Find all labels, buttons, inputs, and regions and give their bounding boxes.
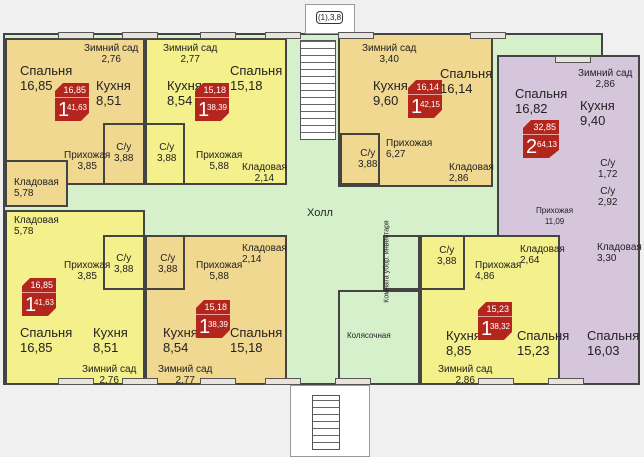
window xyxy=(265,32,301,39)
window xyxy=(200,378,236,385)
bathroom-a3 xyxy=(340,133,380,185)
window xyxy=(555,56,591,63)
hallway-a4 xyxy=(505,183,565,243)
storage-a1 xyxy=(5,160,68,207)
window xyxy=(338,32,374,39)
window xyxy=(58,32,94,39)
bathroom-a1 xyxy=(103,123,145,185)
window xyxy=(200,32,236,39)
window xyxy=(122,32,158,39)
window xyxy=(122,378,158,385)
hall-label: Холл xyxy=(307,207,333,219)
window xyxy=(265,378,301,385)
staircase-top xyxy=(300,40,336,140)
stair-tag: (1),3,8 xyxy=(316,11,344,24)
window xyxy=(478,378,514,385)
bathroom-a6 xyxy=(145,235,185,290)
window xyxy=(335,378,371,385)
cleaning-room[interactable] xyxy=(383,235,420,290)
staircase-bottom xyxy=(312,395,340,450)
cleaning-label: Комната убор. инвентаря xyxy=(383,220,391,303)
window xyxy=(58,378,94,385)
stroller-room[interactable] xyxy=(338,290,420,385)
stair-landing xyxy=(305,4,355,34)
bathroom-a5 xyxy=(103,235,145,290)
bathroom-a7 xyxy=(420,235,465,290)
window xyxy=(470,32,506,39)
window xyxy=(548,378,584,385)
bathroom-a2 xyxy=(145,123,185,185)
stroller-label: Колясочная xyxy=(347,331,391,340)
